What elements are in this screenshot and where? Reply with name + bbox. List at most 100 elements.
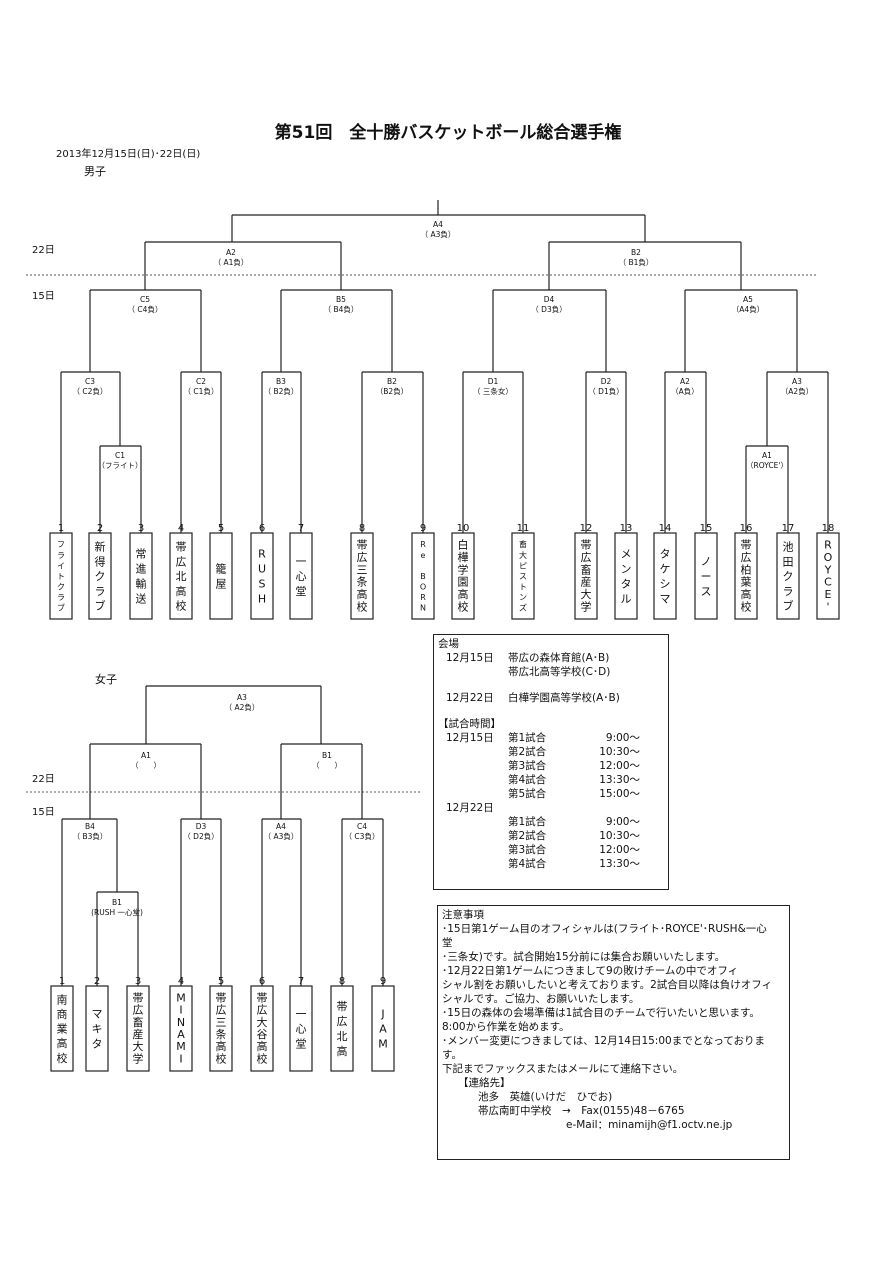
men-match-15: C1: [115, 451, 125, 460]
men-match-10-note: （B2負）: [376, 386, 408, 396]
women-team-4-box: [169, 985, 193, 1072]
men-match-13-note: （A負）: [671, 386, 699, 396]
women-team-1-box: [50, 985, 74, 1072]
men-team-4-name: 帯広北高校: [176, 541, 187, 613]
men-match-9: B3: [276, 377, 286, 386]
men-match-9-note: （ B2負）: [264, 386, 299, 396]
women-match-6: C4: [357, 822, 367, 831]
notes-panel: 注意事項 ･15日第1ゲーム目のオフィシャルは(フライト･ROYCE'･RUSH…: [437, 905, 790, 1160]
men-day22-label: 22日: [32, 245, 55, 256]
men-team-9-number: 9: [420, 523, 426, 534]
men-team-13-number: 13: [620, 523, 633, 534]
men-team-5-number: 5: [218, 523, 224, 534]
men-section-label: 男子: [84, 165, 106, 178]
game-time: 9:00～: [605, 816, 640, 828]
men-match-12-note: （ D1負）: [588, 386, 623, 396]
men-team-8-name: 帯広三条高校: [357, 539, 368, 614]
men-team-15-box: [694, 532, 718, 620]
men-team-10-box: [451, 532, 475, 620]
women-team-2-name: マキタ: [92, 1008, 103, 1051]
men-team-18-number: 18: [822, 523, 835, 534]
men-match-4: B5: [336, 295, 346, 304]
contact-school-fax: 帯広南町中学校 → Fax(0155)48－6765: [478, 1105, 685, 1117]
times-day15-date: 12月15日: [446, 732, 494, 744]
venue-day15-site1: 帯広の森体育館(A･B): [508, 652, 610, 664]
men-team-13-name: メンタル: [621, 548, 632, 606]
notes-heading: 注意事項: [442, 909, 484, 921]
men-team-3-name: 常進輸送: [136, 548, 147, 606]
men-match-16-note: （ROYCE'）: [746, 461, 788, 470]
women-match-7-note: (RUSH 一心堂): [91, 907, 143, 917]
venue-day22-date: 12月22日: [446, 692, 494, 704]
women-match-3: B4: [85, 822, 95, 831]
men-team-14-number: 14: [659, 523, 672, 534]
men-match-5: D4: [544, 295, 555, 304]
venue-day15-date: 12月15日: [446, 652, 494, 664]
men-match-8-note: （ C1負）: [184, 386, 219, 396]
women-match-0: A3: [237, 693, 247, 702]
men-team-10-number: 10: [457, 523, 470, 534]
men-team-2-name: 新得クラブ: [95, 540, 106, 613]
men-team-11-name: 畜大ピストンズ: [519, 539, 527, 613]
men-team-12-box: [574, 532, 598, 620]
men-match-16: A1: [762, 451, 772, 460]
men-team-1-number: 1: [58, 523, 64, 534]
women-team-2-number: 2: [94, 976, 100, 987]
note-line: ･15日の森体の会場準備は1試合目のチームで行いたいと思います。: [442, 1007, 760, 1019]
women-team-9-number: 9: [380, 976, 386, 987]
men-team-13-box: [614, 532, 638, 620]
men-team-11-box: [511, 532, 535, 620]
men-match-2-note: （ B1負）: [619, 257, 654, 267]
men-team-8-box: [350, 532, 374, 620]
women-match-4-note: （ D2負）: [183, 831, 218, 841]
game-number: 第4試合: [508, 774, 547, 786]
men-team-2-number: 2: [97, 523, 103, 534]
men-team-17-name: 池田クラブ: [783, 541, 794, 613]
women-team-8-name: 帯広北高: [337, 1000, 348, 1058]
men-team-3-box: [129, 532, 153, 620]
men-match-2: B2: [631, 248, 641, 257]
venue-schedule-panel: 会場 12月15日 帯広の森体育館(A･B) 帯広北高等学校(C･D) 12月2…: [433, 634, 669, 890]
men-team-5-box: [209, 532, 233, 620]
men-team-7-box: [289, 532, 313, 620]
women-team-8-box: [330, 985, 354, 1072]
men-day15-label: 15日: [32, 291, 55, 302]
note-line: 下記までファックスまたはメールにて連絡下さい。: [442, 1063, 684, 1075]
men-team-8-number: 8: [359, 523, 365, 534]
women-match-0-note: （ A2負）: [225, 702, 260, 712]
women-match-2-note: （ ）: [312, 761, 342, 770]
game-time: 10:30～: [599, 746, 640, 758]
men-team-4-number: 4: [178, 523, 184, 534]
men-match-14-note: （A2負）: [781, 386, 813, 396]
women-team-6-name: 帯広大谷高校: [257, 992, 268, 1066]
game-time: 12:00～: [599, 760, 640, 772]
women-team-3-name: 帯広畜産大学: [133, 992, 144, 1066]
women-day22-label: 22日: [32, 774, 55, 785]
women-day15-label: 15日: [32, 807, 55, 818]
women-team-8-number: 8: [339, 976, 345, 987]
men-team-4-box: [169, 532, 193, 620]
men-team-17-box: [776, 532, 800, 620]
men-team-16-name: 帯広柏葉高校: [741, 539, 752, 614]
men-team-18-box: [816, 532, 840, 620]
men-team-5-name: 籠屋: [216, 562, 227, 591]
men-team-7-number: 7: [298, 523, 304, 534]
women-team-5-name: 帯広三条高校: [216, 992, 227, 1066]
men-team-15-number: 15: [700, 523, 713, 534]
women-match-6-note: （ C3負）: [345, 831, 380, 841]
men-match-3-note: （ C4負）: [128, 304, 163, 314]
times-day22-date: 12月22日: [446, 802, 494, 814]
men-team-6-box: [250, 532, 274, 620]
men-match-8: C2: [196, 377, 206, 386]
men-match-11-note: （ 三条女）: [473, 386, 513, 396]
game-number: 第5試合: [508, 788, 547, 800]
note-line: ･三条女)です。試合開始15分前には集合お願いいたします。: [442, 951, 726, 963]
women-team-6-number: 6: [259, 976, 265, 987]
women-team-2-box: [85, 985, 109, 1072]
game-time: 10:30～: [599, 830, 640, 842]
